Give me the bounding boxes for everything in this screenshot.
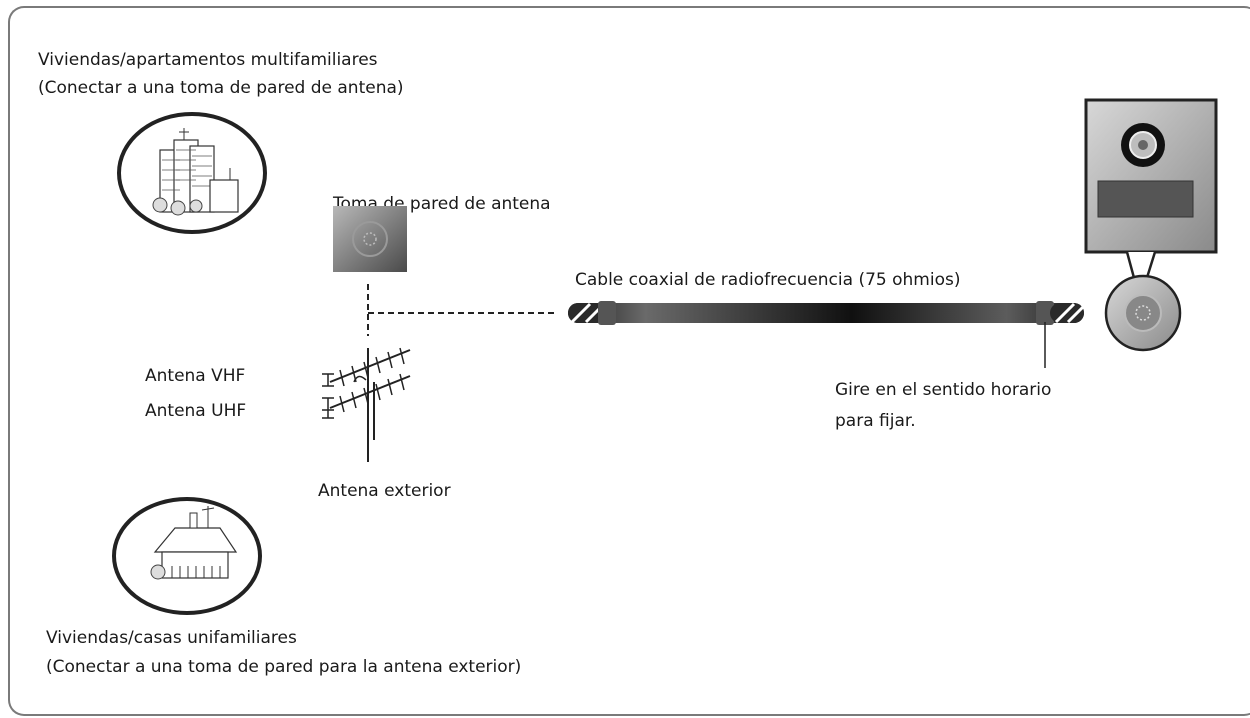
apartment-buildings-icon [117,112,267,234]
turn-note-line2: para fijar. [835,411,916,431]
outdoor-antenna-label: Antena exterior [318,481,451,501]
uhf-antenna-label: Antena UHF [145,401,247,421]
single-family-subtitle: (Conectar a una toma de pared para la an… [46,657,522,677]
coaxial-cable-icon [568,301,1086,325]
single-family-title: Viviendas/casas unifamiliares [46,628,297,648]
dashed-connection-lines [367,284,556,336]
multi-family-subtitle: (Conectar a una toma de pared de antena) [38,78,404,98]
coax-cable-label: Cable coaxial de radiofrecuencia (75 ohm… [575,270,961,290]
multi-family-title: Viviendas/apartamentos multifamiliares [38,50,378,70]
tv-antenna-input-panel-icon [1084,98,1218,352]
antenna-wall-jack-icon [333,206,407,272]
turn-note-line1: Gire en el sentido horario [835,380,1052,400]
house-icon [112,497,262,615]
vhf-antenna-label: Antena VHF [145,366,246,386]
diagram-frame [8,6,1250,716]
outdoor-antenna-icon [322,347,411,462]
